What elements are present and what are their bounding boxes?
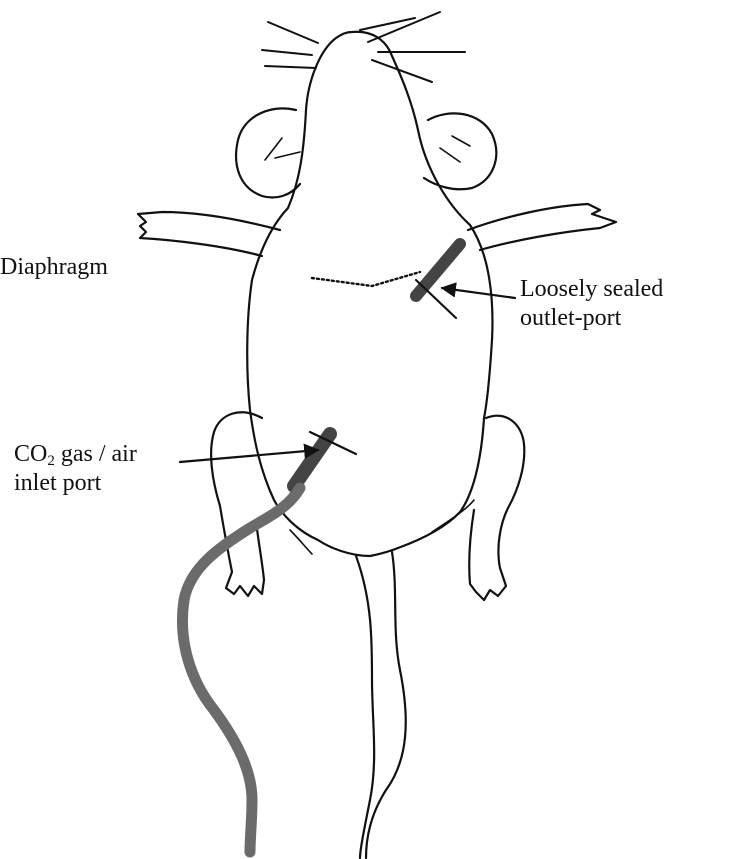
ears [236, 108, 496, 197]
inlet-label-line2: inlet port [14, 469, 137, 498]
outlet-label-line1: Loosely sealed [520, 275, 663, 304]
forelimbs [138, 204, 616, 256]
diaphragm-label: Diaphragm [0, 253, 108, 282]
outlet-arrow [442, 288, 515, 298]
hind-limbs [211, 412, 524, 600]
tail [356, 552, 406, 858]
right-forelimb [468, 204, 616, 250]
outlet-port-label: Loosely sealed outlet-port [520, 275, 663, 333]
right-hindlimb [469, 416, 524, 600]
outlet-port [416, 244, 460, 318]
diaphragm-line [312, 272, 420, 286]
left-ear [236, 108, 300, 197]
inlet-port [294, 432, 356, 486]
inlet-port-label: CO2 gas / air inlet port [14, 440, 137, 498]
inlet-arrow [180, 450, 318, 462]
left-forelimb [138, 212, 280, 256]
outlet-label-line2: outlet-port [520, 304, 663, 333]
body-outline [247, 32, 492, 556]
whiskers [262, 12, 465, 82]
gas-tube [182, 488, 300, 852]
inlet-label-line1: CO2 gas / air [14, 440, 137, 469]
